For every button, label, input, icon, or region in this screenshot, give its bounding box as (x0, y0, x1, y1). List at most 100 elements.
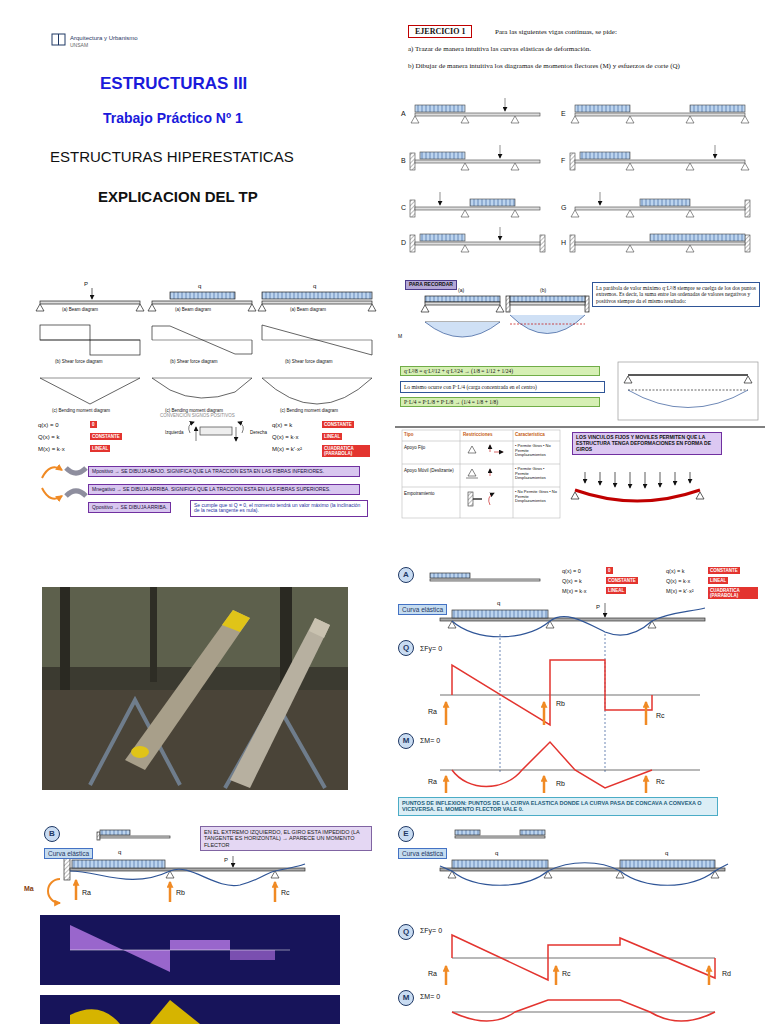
exercise-beams (571, 210, 579, 217)
reference-diagrams (136, 304, 144, 311)
exercise-beams (415, 105, 465, 112)
function-tag: CONSTANTE (322, 421, 354, 428)
label-text: Arquitectura y Urbanismo (70, 35, 138, 42)
label-text: ΣM= 0 (420, 993, 440, 1001)
label-text: UNSAM (70, 43, 88, 49)
reference-diagrams (248, 304, 256, 311)
label-text: C (401, 204, 406, 212)
label-text: Derecha (250, 430, 267, 435)
node-text: CONSTANTE (92, 434, 120, 439)
label-text: q (313, 283, 316, 290)
reference-diagrams (262, 292, 372, 299)
case-e-drawing (440, 830, 728, 1021)
label-text: q (495, 850, 498, 857)
sign-convention-sketch (189, 422, 194, 433)
bending-icons (66, 491, 86, 496)
label-text: A (401, 110, 406, 118)
case-b-drawing (170, 940, 230, 950)
case-e-drawing (448, 871, 456, 878)
reference-diagrams (40, 325, 90, 340)
parabola-sketches (510, 296, 585, 302)
bending-icons (42, 488, 62, 499)
exercise-beams (415, 113, 540, 116)
reference-diagrams (368, 304, 376, 311)
support-table (460, 430, 461, 518)
reference-diagrams (262, 378, 372, 379)
node-text: Curva elástica (402, 606, 443, 613)
label-text: (b) Shear force diagram (55, 359, 103, 364)
rotation-sketch (675, 472, 676, 485)
support-table (402, 430, 560, 518)
label-text: Q(x) = k·x (272, 434, 299, 441)
exercise-beams (575, 113, 745, 116)
parabola-sketches (395, 427, 765, 428)
case-a-drawing (430, 573, 705, 793)
node-text: 0 (92, 422, 95, 427)
label-text: Ra (82, 889, 91, 897)
node-text: E (403, 829, 408, 838)
node-text: CONSTANTE (608, 578, 636, 583)
exercise-beams (461, 116, 469, 123)
support-table (513, 430, 514, 518)
case-a-drawing (445, 702, 448, 725)
label-text: Rc (562, 970, 571, 978)
case-b-drawing (64, 858, 70, 880)
label-text: F (561, 157, 565, 165)
exercise-beams (580, 152, 630, 159)
parabola-sketches (624, 376, 632, 383)
reference-diagrams (148, 304, 156, 311)
case-circle: E (398, 826, 414, 842)
case-e-drawing (544, 871, 552, 878)
reference-diagrams (92, 288, 93, 299)
node-text: 0 (608, 568, 611, 573)
school-logo (52, 34, 65, 45)
case-b-drawing (274, 882, 277, 902)
label-text: Ma (24, 885, 34, 893)
case-a-drawing (430, 573, 470, 578)
parabola-sketches (510, 302, 585, 305)
exercise-beams (411, 116, 419, 123)
case-b-drawing (233, 856, 234, 867)
parabola-sketches (395, 296, 765, 427)
exercise-beams (626, 210, 634, 217)
exercise-beams (650, 234, 745, 241)
label-text: P (596, 604, 600, 611)
support-table (473, 498, 482, 500)
exercise-beams (540, 235, 545, 252)
exercise-beams (461, 245, 469, 252)
function-tag: CONSTANTE (708, 567, 740, 574)
case-circle: M (398, 733, 414, 749)
case-b-drawing (72, 860, 165, 868)
reference-diagrams (152, 378, 252, 398)
support-table (490, 469, 491, 476)
node-text: LINEAL (324, 434, 340, 439)
parabola-sketches (421, 305, 429, 312)
case-e-drawing (452, 860, 548, 868)
case-a-drawing (648, 621, 656, 628)
case-a-drawing (546, 621, 554, 628)
label-text: (b) Shear force diagram (170, 359, 218, 364)
exercise-beams (500, 227, 501, 240)
rotation-sketch (630, 472, 631, 488)
seesaw-photo (60, 587, 70, 697)
label-text: b) Dibujar de manera intuitiva los diagr… (408, 62, 753, 70)
label-text: Ra (428, 970, 437, 978)
support-table (402, 487, 560, 488)
exercise-beams (745, 235, 750, 252)
reference-diagrams (40, 301, 140, 304)
node-text: Mpositivo → SE DIBUJA ABAJO. SIGNIFICA Q… (92, 469, 356, 475)
curve-tag: Curva elástica (398, 604, 447, 615)
label-text: EXPLICACION DEL TP (98, 188, 258, 205)
node-text: B (49, 829, 55, 838)
label-text: (a) Beam diagram (290, 307, 326, 312)
support-table (468, 469, 476, 476)
sign-note: Mnegativo → SE DIBUJA ARRIBA. SIGNIFICA … (88, 484, 360, 495)
case-circle: Q (398, 640, 414, 656)
case-a-drawing (645, 776, 648, 793)
label-text: Apoyo Móvil (Deslizante) (404, 468, 456, 473)
case-circle: Q (398, 924, 414, 940)
seesaw-photo (42, 690, 348, 790)
case-a-drawing (452, 660, 652, 725)
label-text: (a) Beam diagram (175, 307, 211, 312)
